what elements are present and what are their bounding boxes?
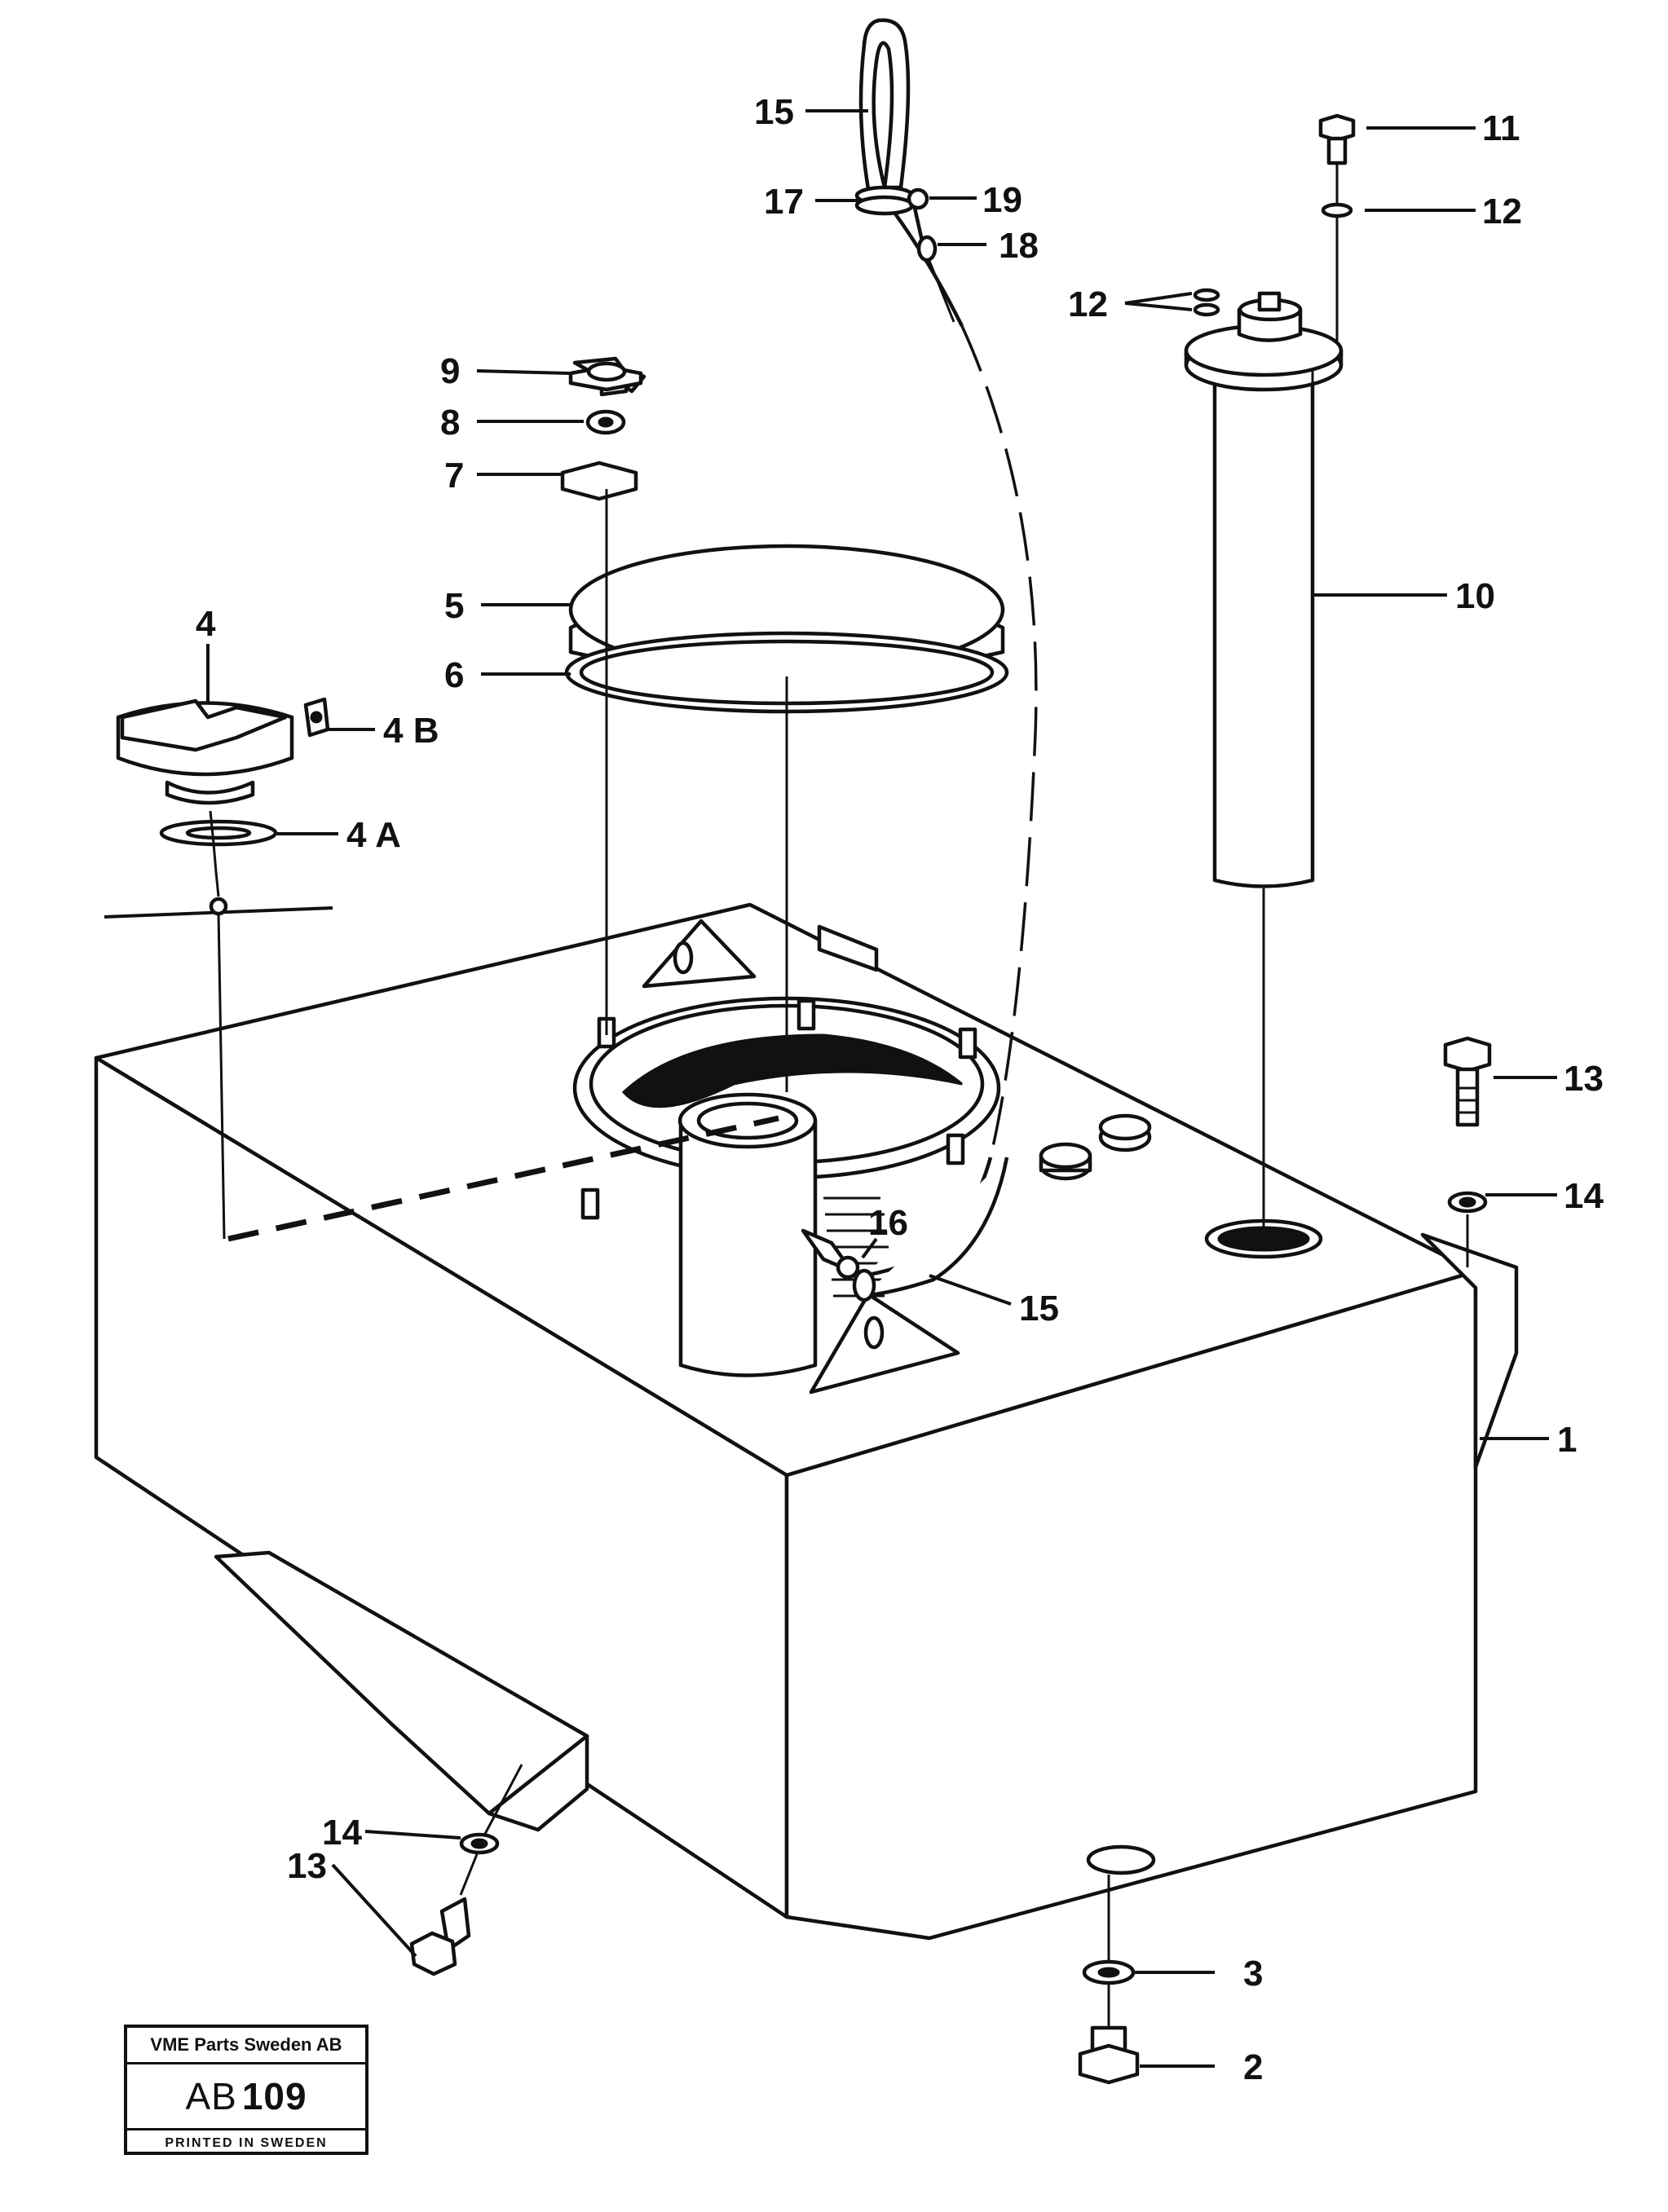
drawing-code-prefix: AB	[185, 2075, 237, 2117]
callout-7: 7	[444, 456, 464, 496]
callout-13-left: 13	[287, 1846, 327, 1886]
callout-1: 1	[1557, 1420, 1577, 1460]
callout-3: 3	[1243, 1954, 1263, 1994]
callout-9: 9	[440, 351, 460, 391]
callout-12-right: 12	[1482, 192, 1522, 231]
callout-4: 4	[196, 604, 216, 644]
tank-body	[94, 902, 1519, 1941]
callout-19: 19	[982, 180, 1022, 220]
callout-5: 5	[444, 586, 464, 626]
callout-15-bottom: 15	[1019, 1289, 1059, 1329]
callout-2: 2	[1243, 2047, 1263, 2087]
callout-16: 16	[868, 1203, 908, 1243]
callout-13-right: 13	[1564, 1059, 1604, 1099]
callout-6: 6	[444, 655, 464, 695]
bolt-13-14-right	[1443, 1036, 1492, 1267]
callout-10: 10	[1455, 576, 1495, 616]
callout-8: 8	[440, 403, 460, 443]
callout-12-left: 12	[1068, 284, 1108, 324]
callout-15-top: 15	[754, 92, 794, 132]
callout-14-left: 14	[322, 1813, 362, 1853]
printed-note: PRINTED IN SWEDEN	[165, 2136, 328, 2150]
callout-labels: 15 11 12 17 19 18 12 9 8 7 5 6 10 4 4 B …	[196, 92, 1604, 2087]
leader-lines	[206, 109, 1557, 2068]
drawing-code-number: 109	[241, 2075, 307, 2117]
fuel-level-sender	[1184, 113, 1356, 1227]
callout-17: 17	[764, 182, 804, 222]
bolt-stack-7-8-9	[560, 356, 646, 1035]
callout-4b: 4 B	[383, 711, 439, 751]
vent-hose	[852, 18, 1038, 1302]
callout-11: 11	[1482, 108, 1520, 148]
callout-14-right: 14	[1564, 1176, 1604, 1216]
drain-plug	[1078, 1875, 1140, 2085]
filler-cap	[104, 697, 333, 1240]
cover-and-gasket	[564, 544, 1009, 1092]
company-name: VME Parts Sweden AB	[127, 2028, 365, 2064]
bolt-13-14-left	[409, 1764, 523, 1976]
callout-4a: 4 A	[346, 815, 401, 855]
callout-18: 18	[999, 226, 1039, 266]
drawing-code: AB 109	[127, 2064, 365, 2130]
title-block: VME Parts Sweden AB AB 109 PRINTED IN SW…	[124, 2025, 368, 2155]
